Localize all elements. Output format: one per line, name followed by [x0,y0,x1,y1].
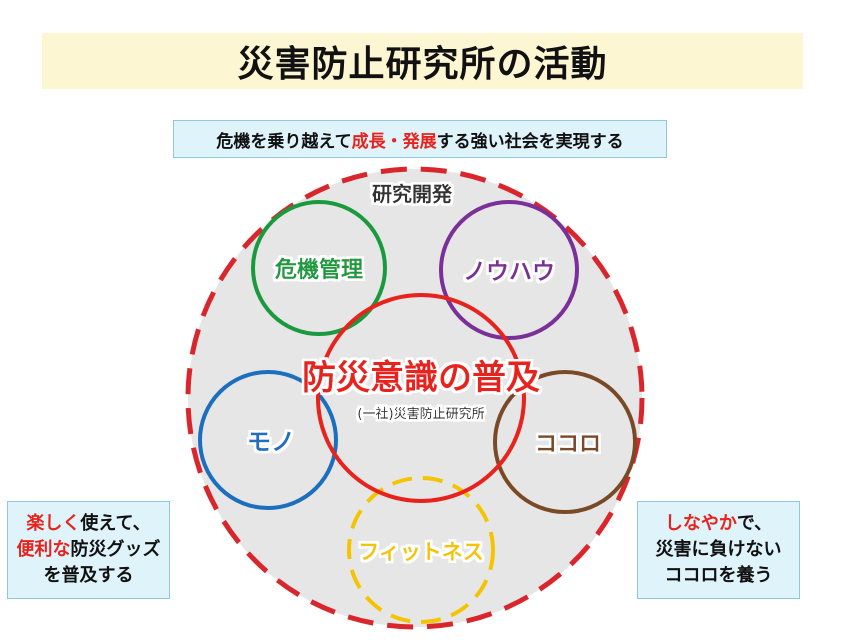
label-center-organization: (一社)災害防止研究所 [357,406,484,422]
label-kokoro: ココロ [535,432,601,457]
mission-text-after: する強い社会を実現する [436,131,624,152]
label-mono: モノ [247,428,295,456]
goods-line-1-text: 使えて、 [80,513,151,534]
goods-line-2: 便利な防災グッズ [17,537,161,563]
label-center-awareness: 防災意識の普及 [302,358,540,398]
circle-fitness [347,476,495,624]
circle-kokoro [493,370,637,514]
kokoro-description-box: しなやかで、 災害に負けない ココロを養う [637,501,800,599]
goods-description-box: 楽しく使えて、 便利な防災グッズ を普及する [7,501,170,599]
goods-line-1-highlight: 楽しく [26,513,81,534]
kokoro-line-1: しなやかで、 [665,511,772,537]
label-knowhow: ノウハウ [463,259,555,285]
research-label: 研究開発 [372,182,453,206]
label-crisis-management: 危機管理 [275,257,363,283]
research-outer-circle [185,166,645,630]
label-fitness: フィットネス [358,540,484,564]
circle-center-awareness [316,293,526,503]
kokoro-line-1-text: で、 [736,513,773,534]
mission-text-before: 危機を乗り越えて [216,131,352,152]
goods-line-1: 楽しく使えて、 [26,511,150,537]
goods-line-2-text: 防災グッズ [70,539,161,560]
mission-statement: 危機を乗り越えて成長・発展する強い社会を実現する [173,120,667,158]
circle-crisis-management [251,200,387,336]
goods-line-3: を普及する [43,565,134,586]
goods-line-2-highlight: 便利な [16,539,71,560]
kokoro-line-1-highlight: しなやか [664,513,737,534]
kokoro-line-2: 災害に負けない [655,539,782,560]
page-title: 災害防止研究所の活動 [42,33,803,89]
mission-highlight-development: 発展 [402,131,437,152]
kokoro-line-3: ココロを養う [664,565,773,586]
mission-separator: ・ [385,131,403,152]
circle-mono [198,370,338,510]
circle-knowhow [439,200,579,340]
mission-highlight-growth: 成長 [351,131,386,152]
